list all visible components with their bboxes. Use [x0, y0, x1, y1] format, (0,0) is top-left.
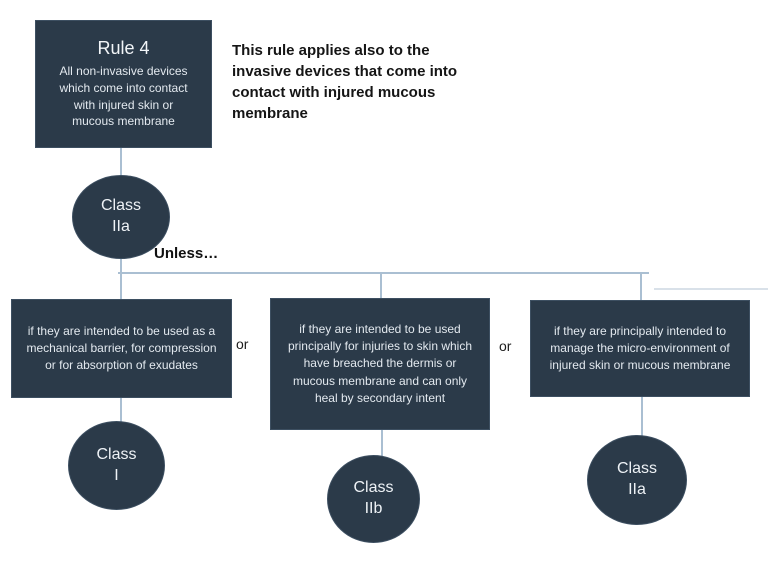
rule4-title: Rule 4 — [97, 38, 150, 59]
branch2-class-label-line2: IIb — [364, 500, 383, 517]
connector-horizontal-main — [118, 272, 649, 274]
root-class-ellipse: Class IIa — [72, 175, 170, 259]
or-label-2: or — [499, 338, 512, 354]
connector-root-to-branch1 — [120, 257, 122, 299]
connector-horizontal-faint — [654, 288, 768, 290]
connector-drop-branch3 — [640, 273, 642, 300]
rule4-description: All non-invasive devices which come into… — [59, 64, 188, 129]
branch3-class-ellipse: Class IIa — [587, 435, 687, 525]
root-class-label-line2: IIa — [112, 218, 130, 235]
connector-branch1-to-class — [120, 398, 122, 422]
branch3-class-label-line1: Class — [616, 460, 657, 478]
branch2-class-ellipse: Class IIb — [327, 455, 420, 543]
connector-branch3-to-class — [641, 397, 643, 436]
root-class-label-line1: Class — [100, 197, 141, 215]
branch1-condition-box: if they are intended to be used as a mec… — [11, 299, 232, 398]
connector-drop-branch2 — [380, 273, 382, 299]
branch3-condition-box: if they are principally intended to mana… — [530, 300, 750, 397]
branch2-class-label-line1: Class — [353, 479, 394, 497]
rule4-note: This rule applies also to the invasive d… — [232, 42, 458, 122]
or-label-1: or — [236, 336, 249, 352]
connector-branch2-to-class — [381, 430, 383, 456]
unless-label: Unless… — [154, 245, 219, 262]
branch1-class-ellipse: Class I — [68, 421, 165, 510]
branch2-condition-box: if they are intended to be used principa… — [270, 298, 490, 430]
connector-box-to-root — [120, 148, 122, 176]
rule4-box: Rule 4 All non-invasive devices which co… — [35, 20, 212, 148]
branch3-class-label-line2: IIa — [628, 481, 646, 498]
branch1-class-label-line1: Class — [96, 445, 137, 463]
branch1-class-label-line2: I — [114, 466, 119, 484]
